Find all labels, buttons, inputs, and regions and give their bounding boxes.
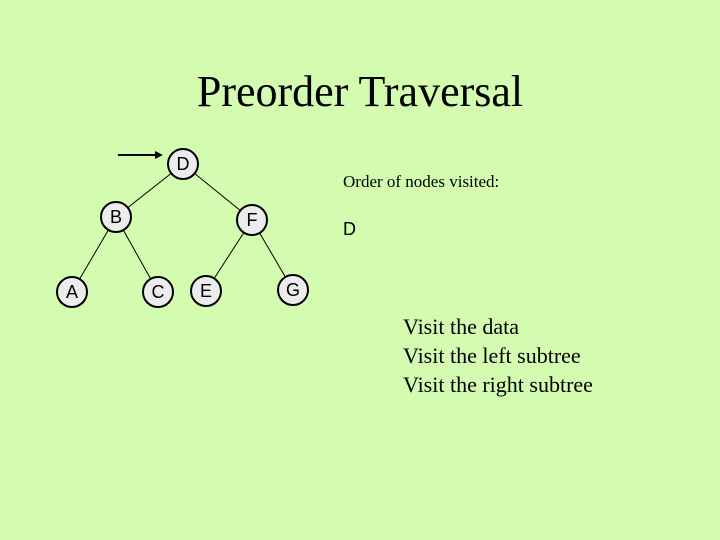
svg-text:E: E (200, 281, 212, 301)
tree-node-g: G (277, 274, 309, 306)
visit-order-value: D (343, 219, 356, 239)
step-visit-left: Visit the left subtree (403, 343, 581, 368)
svg-text:G: G (286, 280, 300, 300)
visit-order-label: Order of nodes visited: (343, 172, 500, 191)
tree-node-b: B (100, 201, 132, 233)
tree-node-a: A (56, 276, 88, 308)
slide-title: Preorder Traversal (196, 67, 524, 116)
tree-node-e: E (190, 275, 222, 307)
tree-node-c: C (142, 276, 174, 308)
tree-node-d: D (167, 148, 199, 180)
step-visit-right: Visit the right subtree (403, 372, 593, 397)
svg-text:D: D (177, 154, 190, 174)
svg-text:C: C (152, 282, 165, 302)
current-pointer-arrow (118, 151, 163, 159)
svg-text:A: A (66, 282, 78, 302)
step-visit-data: Visit the data (403, 314, 519, 339)
traversal-steps: Visit the data Visit the left subtree Vi… (403, 312, 593, 399)
tree-node-f: F (236, 204, 268, 236)
svg-text:B: B (110, 207, 122, 227)
svg-text:F: F (247, 210, 258, 230)
